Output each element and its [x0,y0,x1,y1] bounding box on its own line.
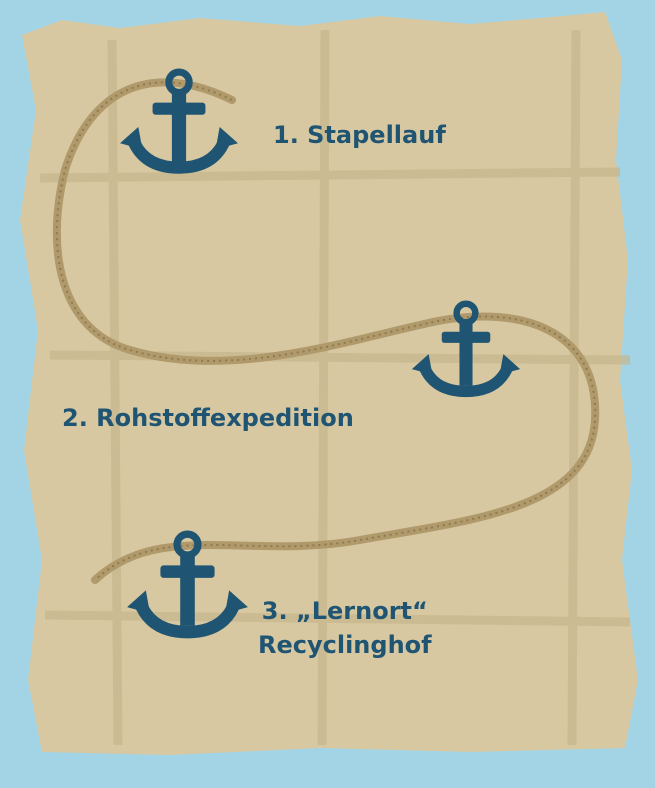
step-3-line-1: 3. „Lernort“ [261,597,428,625]
step-lernort-recyclinghof[interactable]: 3. „Lernort“ Recyclinghof [258,594,432,662]
step-3-line-2: Recyclinghof [258,631,432,659]
step-stapellauf[interactable]: 1. Stapellauf [273,121,446,149]
step-rohstoffexpedition[interactable]: 2. Rohstoffexpedition [62,404,354,432]
rope-path [52,78,600,584]
